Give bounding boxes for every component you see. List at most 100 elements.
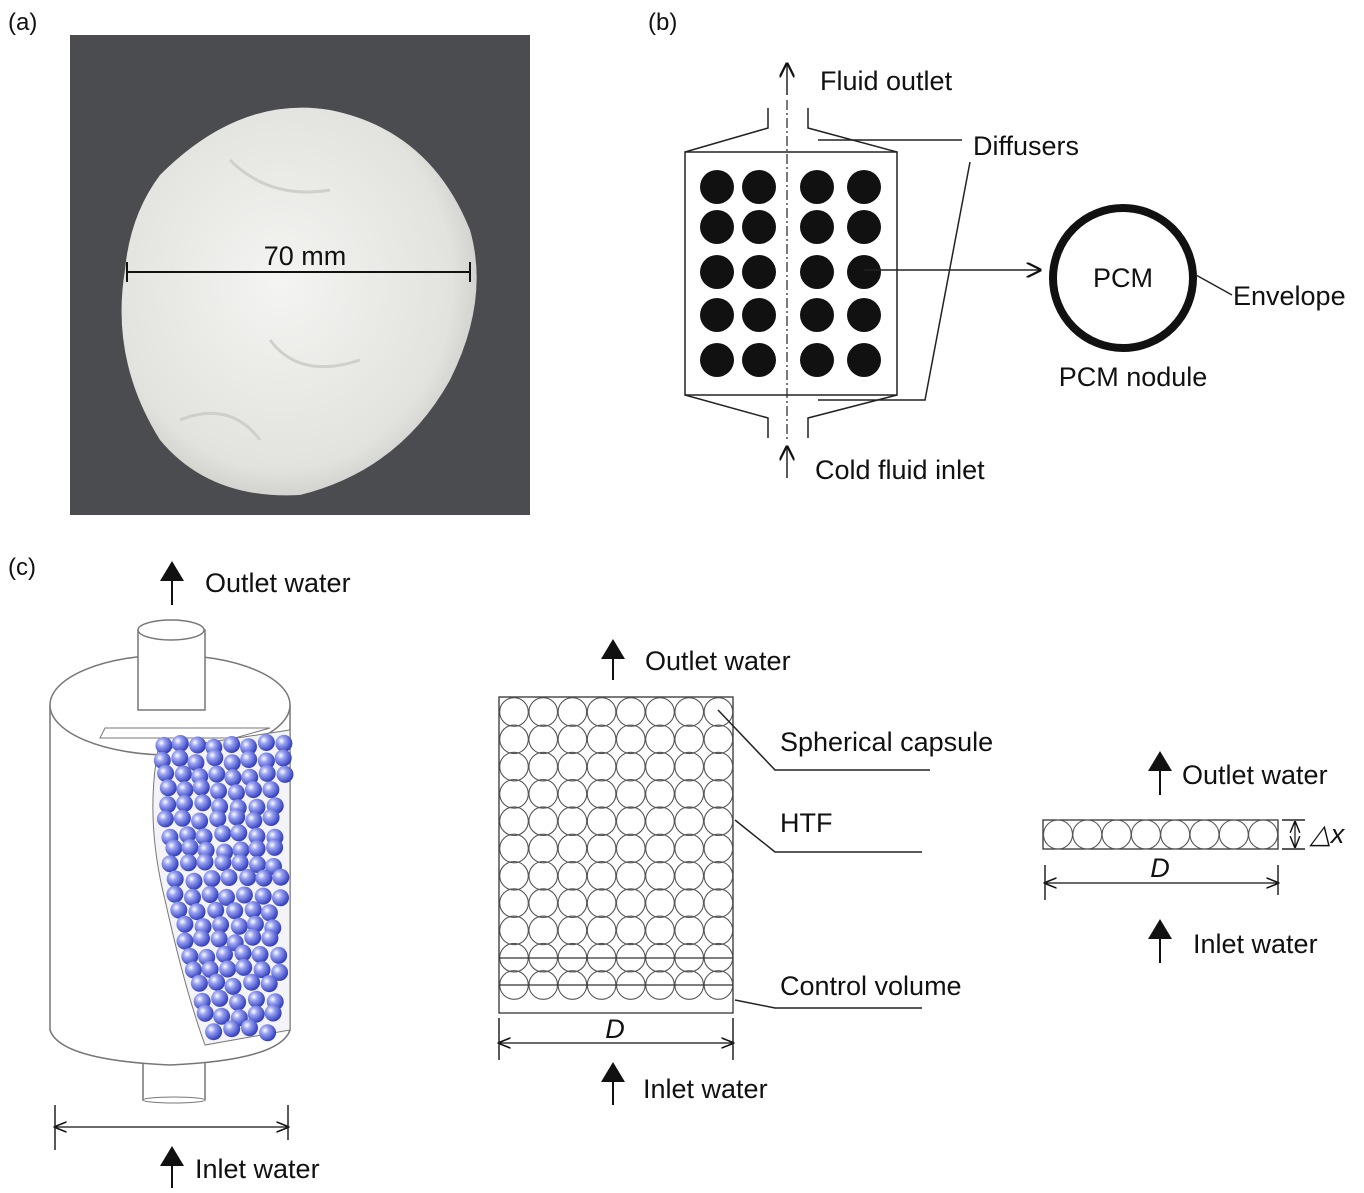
- spherical-capsule: [645, 915, 675, 946]
- delta-x-label: △x: [1309, 819, 1346, 849]
- spherical-capsule: [703, 833, 734, 864]
- spherical-capsule: [528, 724, 559, 755]
- panel-b-label: (b): [648, 9, 677, 36]
- spherical-capsule: [557, 806, 588, 837]
- pcm-sphere: [230, 824, 248, 842]
- pcm-sphere: [247, 990, 265, 1008]
- panel-a: (a) 70 mm: [8, 9, 530, 515]
- pcm-nodule: [700, 298, 734, 332]
- pcm-nodule: [700, 170, 734, 204]
- spherical-capsule: [557, 915, 588, 946]
- spherical-capsule: [528, 833, 559, 864]
- spherical-capsule: [703, 860, 734, 891]
- pcm-sphere: [157, 764, 175, 782]
- pcm-sphere: [156, 810, 174, 828]
- packed-bed-section: [498, 696, 734, 1014]
- pcm-nodule-label: PCM nodule: [1059, 362, 1208, 392]
- pcm-sphere: [239, 869, 257, 886]
- pcm-sphere: [270, 946, 288, 964]
- spherical-capsule: [499, 888, 529, 918]
- spherical-capsule: [1160, 819, 1191, 850]
- pcm-sphere: [232, 841, 250, 859]
- pcm-sphere: [229, 993, 247, 1011]
- pcm-sphere: [247, 1005, 265, 1023]
- spherical-capsule: [1130, 819, 1161, 850]
- pcm-nodule: [847, 170, 881, 204]
- spherical-capsule: [703, 724, 734, 755]
- pcm-sphere: [249, 856, 266, 873]
- pcm-nodule: [800, 298, 834, 332]
- spherical-capsule: [1072, 819, 1103, 850]
- spherical-capsule: [615, 697, 646, 727]
- pcm-sphere: [174, 765, 192, 783]
- spherical-capsule: [528, 915, 559, 946]
- spherical-capsule: [499, 751, 529, 782]
- pcm-sphere: [274, 749, 292, 767]
- pcm-sphere: [188, 903, 206, 921]
- spherical-capsule: [615, 724, 646, 755]
- spherical-capsule: [586, 915, 617, 946]
- pcm-sphere: [196, 1004, 214, 1022]
- slice-capsules: [1042, 819, 1279, 850]
- spherical-capsule: [615, 888, 646, 918]
- pcm-sphere: [208, 973, 226, 991]
- spherical-capsule: [615, 833, 646, 864]
- inlet-water-label-3d: Inlet water: [195, 1154, 320, 1184]
- pcm-nodule-circle: [1049, 204, 1197, 352]
- pcm-label: PCM: [1093, 263, 1153, 293]
- spherical-capsule: [586, 860, 617, 891]
- pcm-sphere: [246, 915, 264, 933]
- pcm-sphere: [255, 869, 273, 887]
- spherical-capsule: [674, 779, 705, 809]
- htf-label: HTF: [780, 808, 832, 838]
- pcm-nodule: [742, 255, 776, 289]
- diameter-label-cv: D: [1150, 853, 1170, 883]
- pcm-nodule: [800, 170, 834, 204]
- spherical-capsule: [586, 724, 617, 755]
- spherical-capsule: [703, 806, 734, 837]
- pcm-nodule: [700, 343, 734, 377]
- spherical-capsule: [528, 779, 559, 809]
- spherical-capsule: [528, 806, 559, 837]
- dimension-label: 70 mm: [264, 241, 347, 271]
- pcm-sphere: [181, 839, 199, 856]
- spherical-capsule: [645, 724, 675, 755]
- cold-fluid-inlet-label: Cold fluid inlet: [815, 455, 985, 485]
- pcm-sphere: [166, 870, 184, 888]
- pcm-sphere: [257, 752, 275, 770]
- spherical-capsule: [1248, 819, 1279, 850]
- pcm-sphere: [244, 781, 262, 799]
- pcm-sphere: [271, 963, 289, 981]
- pcm-sphere: [192, 778, 210, 796]
- pcm-sphere: [262, 781, 280, 799]
- spherical-capsule: [1101, 819, 1132, 850]
- pcm-sphere: [176, 915, 194, 933]
- panel-a-label: (a): [8, 9, 37, 36]
- spherical-capsule: [1042, 819, 1074, 850]
- pcm-sphere: [208, 765, 226, 783]
- pcm-sphere: [258, 764, 276, 782]
- spherical-capsule: [586, 833, 617, 864]
- spherical-capsule: [703, 915, 734, 946]
- spherical-capsule: [615, 860, 646, 891]
- pcm-sphere: [262, 809, 280, 826]
- panel-b: (b) Fluid outlet Diffusers PCM Envelope …: [648, 9, 1346, 485]
- panel-c-label: (c): [8, 554, 36, 581]
- spherical-capsule: [674, 888, 705, 918]
- pcm-sphere: [248, 827, 266, 845]
- pcm-sphere: [241, 1019, 258, 1037]
- pcm-sphere: [179, 826, 197, 844]
- pcm-nodule: [847, 343, 881, 377]
- spherical-capsule: [557, 751, 588, 782]
- pcm-sphere: [227, 784, 245, 802]
- spherical-capsule: [703, 697, 734, 727]
- outlet-water-label-bed: Outlet water: [645, 646, 791, 676]
- pcm-sphere: [264, 1004, 282, 1022]
- spherical-capsule: [703, 751, 734, 782]
- spherical-capsule: [674, 915, 705, 946]
- pcm-nodule: [847, 210, 881, 244]
- pcm-sphere: [266, 838, 284, 856]
- spherical-capsule: [645, 779, 675, 809]
- pcm-sphere: [219, 960, 237, 978]
- control-volume-label: Control volume: [780, 971, 962, 1001]
